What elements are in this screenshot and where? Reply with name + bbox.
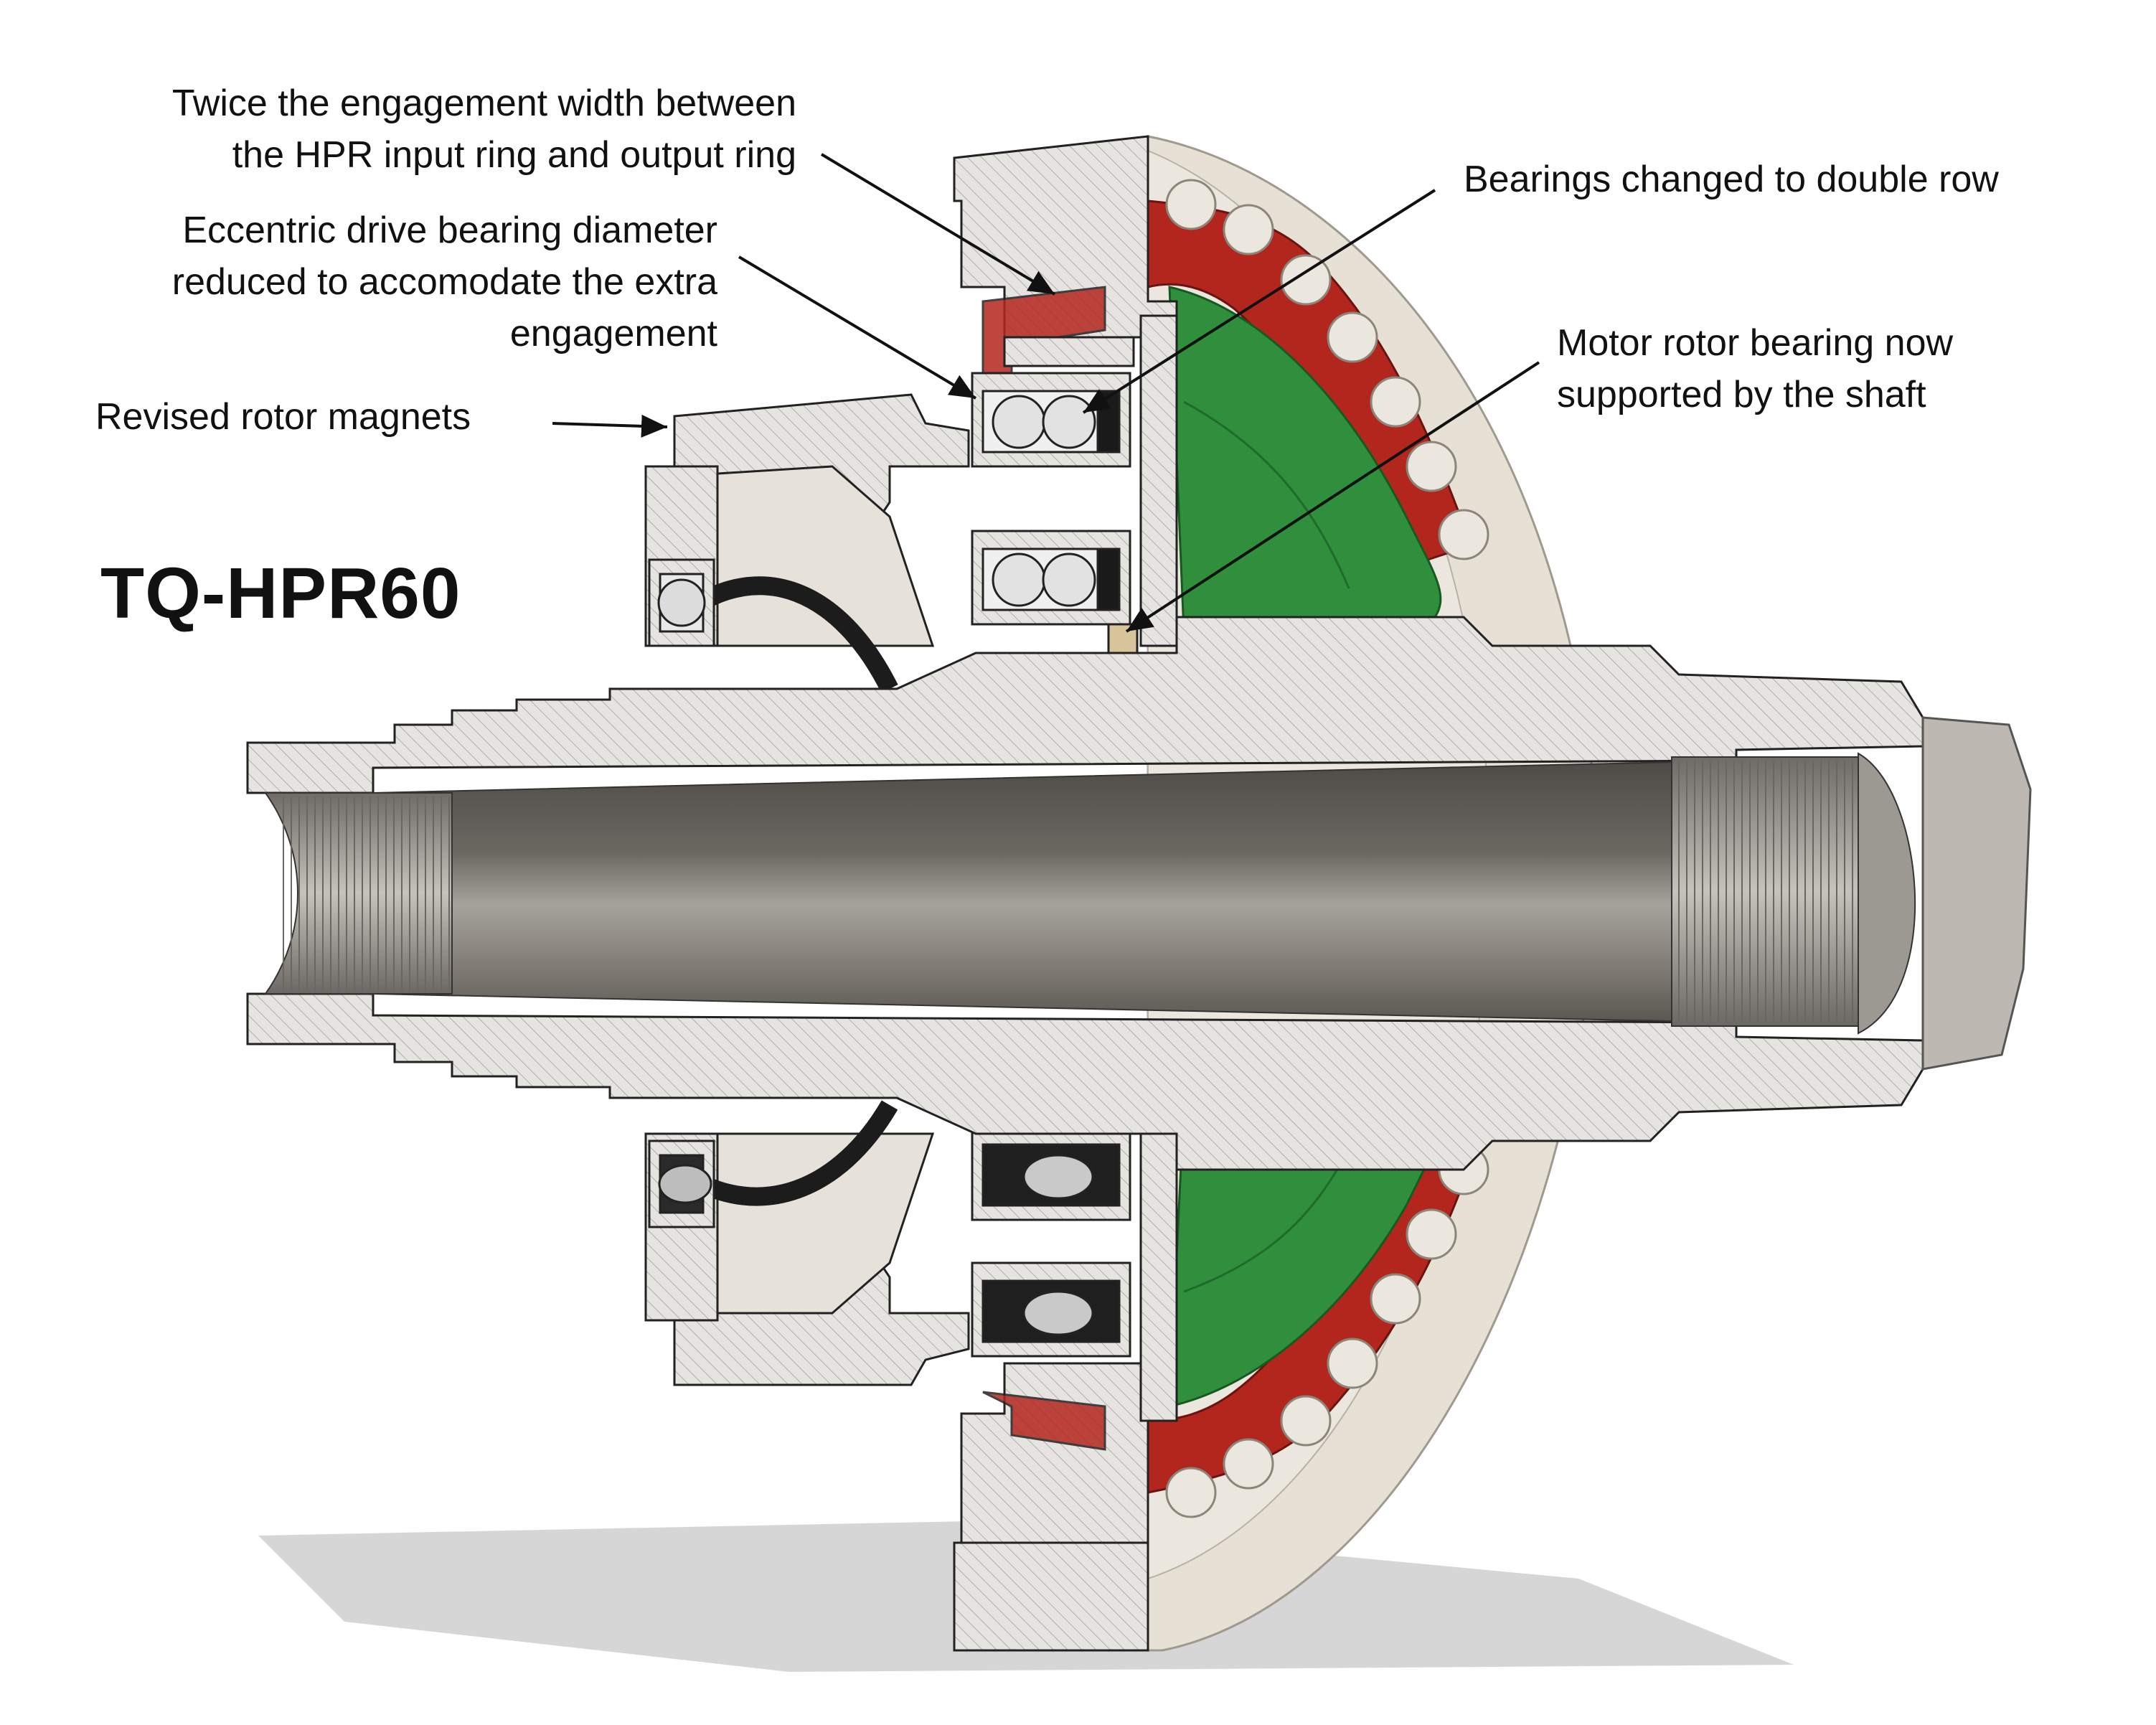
- annotation-line: the HPR input ring and output ring: [232, 134, 796, 176]
- annotation-line: Revised rotor magnets: [95, 396, 471, 438]
- product-title: TQ-HPR60: [100, 553, 461, 634]
- output-ring-upper: [1147, 179, 1489, 633]
- annotation-line: Eccentric drive bearing diameter: [182, 210, 717, 251]
- output-ring-lower: [1147, 1104, 1489, 1518]
- annotation-line: supported by the shaft: [1557, 374, 1926, 415]
- thread-lines: [283, 761, 1853, 1023]
- annotation-engagement-width: Twice the engagement width between the H…: [172, 77, 796, 181]
- annotation-eccentric-bearing: Eccentric drive bearing diameter reduced…: [172, 205, 717, 359]
- annotation-line: engagement: [509, 313, 717, 354]
- output-flange-upper: [953, 135, 1178, 375]
- rotor-magnet-ring: [683, 576, 898, 1206]
- annotation-double-row: Bearings changed to double row: [1464, 154, 1999, 205]
- rotor-bearing-lower: [648, 1139, 715, 1228]
- annotation-line: Twice the engagement width between: [171, 83, 796, 124]
- leader-lines: [552, 153, 1540, 633]
- double-row-bearing-upper: [971, 372, 1139, 654]
- rotor-bearing-upper: [648, 558, 715, 647]
- annotation-line: Bearings changed to double row: [1464, 159, 1999, 200]
- shaft-lower-wall: [246, 992, 1924, 1171]
- double-row-bearing-lower: [971, 1107, 1139, 1358]
- annotation-line: reduced to accomodate the extra: [171, 261, 717, 303]
- annotation-rotor-magnets: Revised rotor magnets: [95, 391, 471, 443]
- annotation-rotor-bearing: Motor rotor bearing now supported by the…: [1557, 317, 1953, 420]
- annotation-line: Motor rotor bearing now: [1557, 322, 1954, 364]
- output-flange-lower: [953, 1362, 1178, 1652]
